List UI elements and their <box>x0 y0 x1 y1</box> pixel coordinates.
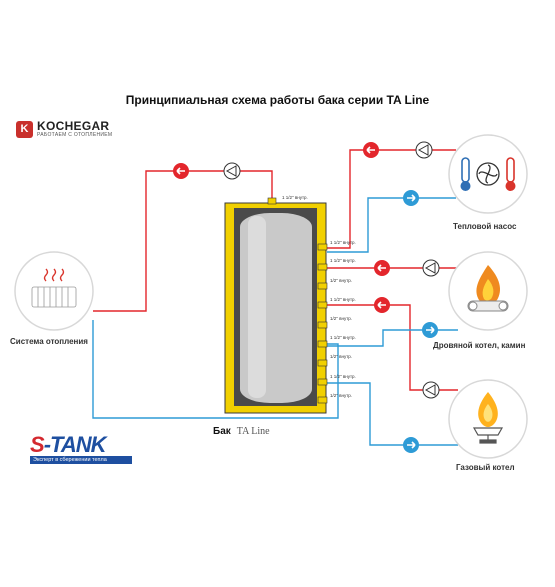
port-label-5: 1/2" внутр. <box>330 316 352 321</box>
pump-icon <box>223 162 241 180</box>
heating-supply-pipe <box>93 170 273 312</box>
wood-boiler-label: Дровяной котел, камин <box>433 341 526 350</box>
kochegar-logo-mark: K <box>16 121 33 138</box>
wood-boiler-icon <box>448 251 528 331</box>
gas-boiler-label: Газовый котел <box>456 463 515 472</box>
heatpump-hot-pipe <box>327 149 456 249</box>
hot-thermometer-icon <box>505 157 516 191</box>
tank-ports <box>267 197 328 404</box>
tank-caption-series: TA Line <box>236 426 270 437</box>
pump-icon <box>422 381 440 399</box>
arrow-left-icon <box>173 163 189 179</box>
port-9 <box>317 396 328 404</box>
port-7 <box>317 359 328 367</box>
cold-flow-markers <box>403 190 438 453</box>
heating-return-pipe <box>92 320 339 419</box>
port-label-2: 1 1/2" внутр. <box>330 258 356 263</box>
burner-icon <box>472 427 504 444</box>
cold-thermometer-icon <box>460 157 471 191</box>
hot-flow-markers <box>173 142 390 313</box>
stank-logo-text: S-TANK <box>30 432 106 457</box>
pump-icon <box>415 141 433 159</box>
pumps <box>223 141 440 399</box>
port-4 <box>317 301 328 309</box>
tank-caption-label: Бак <box>213 426 231 437</box>
port-label-4: 1 1/2" внутр. <box>330 297 356 302</box>
arrow-right-icon <box>403 190 419 206</box>
kochegar-logo: K KOCHEGAR РАБОТАЕМ С ОТОПЛЕНИЕМ <box>16 119 113 138</box>
logs-icon <box>467 300 509 312</box>
kochegar-tagline: РАБОТАЕМ С ОТОПЛЕНИЕМ <box>37 132 113 138</box>
wood-cold-pipe <box>327 329 458 347</box>
pump-icon <box>422 259 440 277</box>
arrow-right-icon <box>403 437 419 453</box>
port-label-7: 1/2" внутр. <box>330 354 352 359</box>
tank-caption: Бак TA Line <box>213 426 270 437</box>
port-label-9: 1/2" внутр. <box>330 393 352 398</box>
port-5 <box>317 321 328 329</box>
arrow-left-icon <box>374 260 390 276</box>
buffer-tank <box>224 202 327 414</box>
port-label-8: 1 1/2" внутр. <box>330 374 356 379</box>
port-8 <box>317 378 328 386</box>
heat-pump-icon <box>448 134 528 214</box>
port-top <box>267 197 277 205</box>
diagram-title: Принципиальная схема работы бака серии T… <box>125 93 430 107</box>
gas-boiler-icon <box>448 379 528 459</box>
heating-system-icon <box>14 251 94 331</box>
port-label-3: 1/2" внутр. <box>330 278 352 283</box>
arrow-left-icon <box>363 142 379 158</box>
heat-pump-label: Тепловой насос <box>453 222 517 231</box>
port-3 <box>317 282 328 290</box>
kochegar-name: KOCHEGAR <box>37 119 110 133</box>
stank-logo: S-TANK Эксперт в сбережении тепла <box>30 432 132 464</box>
port-1 <box>317 243 328 251</box>
heating-system-label: Система отопления <box>10 337 88 346</box>
fan-icon <box>476 162 500 186</box>
arrow-right-icon <box>422 322 438 338</box>
port-6 <box>317 340 328 348</box>
stank-tagline: Эксперт в сбережении тепла <box>30 456 132 464</box>
port-label-1: 1 1/2" внутр. <box>330 240 356 245</box>
port-label-top: 1 1/2" внутр. <box>282 195 308 200</box>
port-2 <box>317 263 328 271</box>
arrow-left-icon <box>374 297 390 313</box>
port-label-6: 1 1/2" внутр. <box>330 335 356 340</box>
